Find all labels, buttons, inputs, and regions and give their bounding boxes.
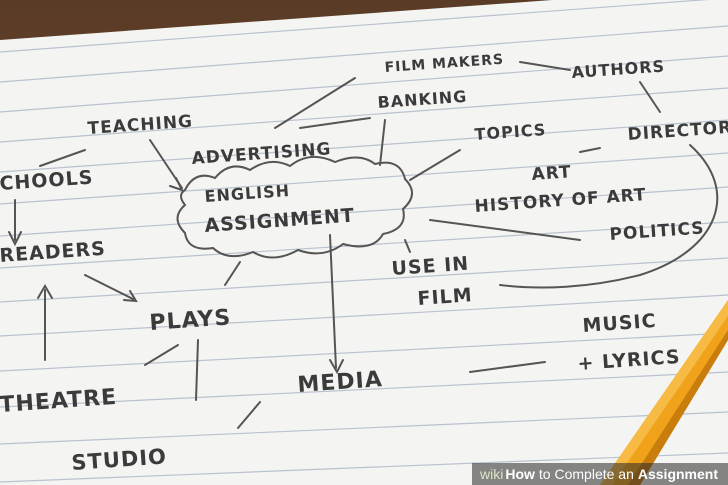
word-topics: TOPICS (474, 120, 547, 144)
watermark-middle: to Complete an (538, 466, 634, 482)
watermark-assignment: Assignment (637, 466, 718, 482)
connector-lines (8, 61, 719, 429)
word-media: MEDIA (297, 367, 384, 398)
pencil (600, 300, 728, 485)
wikihow-watermark: wiki How to Complete an Assignment (472, 463, 728, 485)
watermark-how: How (505, 466, 535, 482)
central-cloud (176, 155, 413, 259)
word-plays: PLAYS (149, 305, 232, 336)
word-art: ART (531, 162, 572, 185)
watermark-brand: wiki (480, 466, 504, 482)
word-music: MUSIC (582, 310, 657, 337)
word-use-in: USE IN (391, 253, 470, 280)
word-film: FILM (417, 284, 473, 310)
